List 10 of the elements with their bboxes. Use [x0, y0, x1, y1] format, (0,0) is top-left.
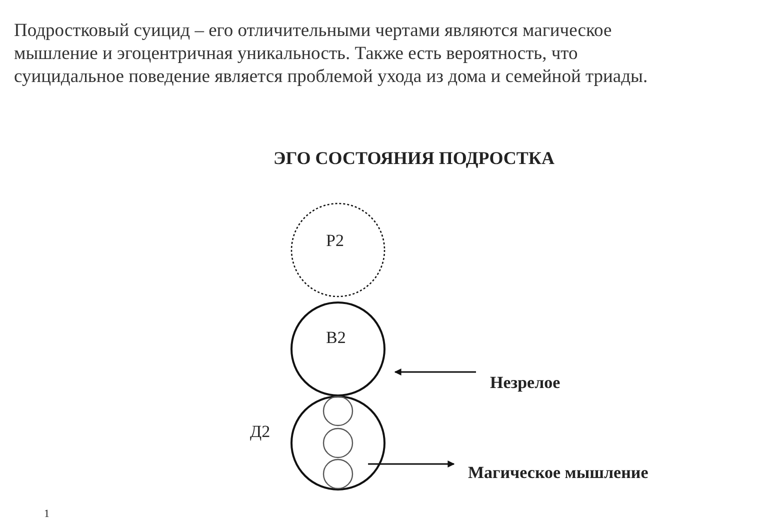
intro-paragraph: Подростковый суицид – его отличительными чертами являются магическое мышление и эгоцентричная уникальность. Также есть вероятность, что суицидальное поведение является проблемой ухода из дома и семейной триады.	[14, 20, 649, 89]
circle-label: В2	[326, 328, 346, 348]
circle-label: Р2	[326, 231, 344, 251]
callout-text: Незрелое	[490, 373, 560, 392]
diagram-title: ЭГО СОСТОЯНИЯ ПОДРОСТКА	[272, 148, 556, 169]
callout-text: Магическое мышление	[468, 463, 648, 482]
arrow	[368, 460, 455, 468]
page-number: 1	[44, 508, 50, 520]
circle-label: Д2	[250, 422, 270, 442]
arrow	[394, 368, 476, 376]
